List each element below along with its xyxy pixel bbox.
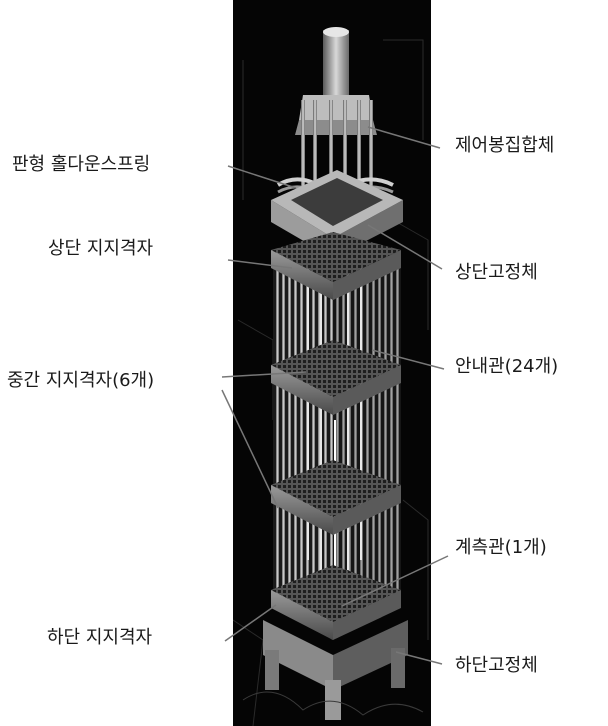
label-mid-grid: 중간 지지격자(6개) [7,370,155,391]
label-control-rod-assembly: 제어봉집합체 [455,135,555,156]
fuel-assembly-image [233,0,431,726]
label-holddown-spring: 판형 홀다운스프링 [12,154,151,175]
control-rod-assembly [295,27,377,200]
spacer-grids [271,232,401,640]
label-bottom-grid: 하단 지지격자 [47,627,153,648]
bottom-nozzle [263,620,408,720]
bottom-debris [242,691,424,716]
label-top-grid: 상단 지지격자 [48,238,154,259]
label-guide-tube: 안내관(24개) [455,356,559,377]
fuel-assembly-illustration [233,0,431,726]
label-instrument-tube: 계측관(1개) [455,537,547,558]
label-bottom-nozzle: 하단고정체 [455,655,538,676]
label-top-nozzle: 상단고정체 [455,262,538,283]
